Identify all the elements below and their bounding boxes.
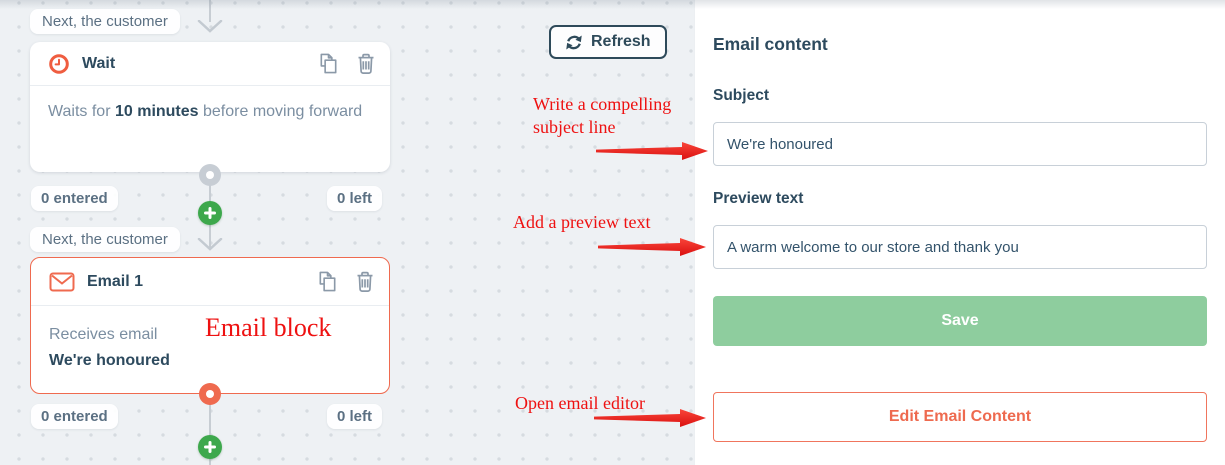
edit-email-content-button[interactable]: Edit Email Content (713, 392, 1207, 442)
trash-icon (357, 271, 373, 292)
panel-title: Email content (713, 34, 828, 54)
email-content-panel: Email content Subject Preview text Save … (694, 0, 1225, 465)
envelope-icon (49, 272, 75, 291)
add-step-button[interactable] (198, 201, 222, 225)
connector-out-handle[interactable] (199, 383, 221, 405)
copy-icon (320, 53, 337, 74)
left-count-badge: 0 left (327, 404, 383, 429)
chevron-down-icon (197, 20, 223, 33)
email-subject-line: We're honoured (49, 352, 170, 369)
wait-block-card[interactable]: Wait (30, 42, 390, 172)
subject-label: Subject (713, 87, 769, 104)
wait-block-header: Wait (30, 42, 390, 86)
refresh-button-label: Refresh (591, 33, 651, 50)
save-button[interactable]: Save (713, 296, 1207, 346)
connector-out-handle[interactable] (199, 164, 221, 186)
connector-line (209, 395, 211, 465)
email-block-header: Email 1 (31, 258, 389, 306)
email-status-line: Receives email (49, 326, 158, 343)
wait-desc-prefix: Waits for (48, 103, 115, 120)
clock-icon (49, 53, 69, 74)
duplicate-block-button[interactable] (317, 52, 340, 75)
wait-block-title: Wait (82, 54, 116, 72)
delete-block-button[interactable] (356, 53, 376, 75)
connector-label: Next, the customer (30, 227, 180, 252)
entered-count-badge: 0 entered (31, 404, 118, 429)
trash-icon (358, 53, 374, 74)
add-step-button[interactable] (198, 435, 222, 459)
refresh-arrows-icon (566, 34, 582, 50)
wait-desc-duration: 10 minutes (114, 103, 199, 120)
email-block-description: Receives email We're honoured (31, 306, 389, 387)
wait-desc-suffix: before moving forward (198, 103, 363, 120)
subject-input[interactable] (713, 122, 1207, 166)
copy-icon (319, 271, 336, 292)
entered-count-badge: 0 entered (31, 186, 118, 211)
workflow-canvas[interactable]: Next, the customer Wait (0, 0, 694, 465)
email-block-title: Email 1 (87, 272, 144, 290)
email-block-card[interactable]: Email 1 (30, 257, 390, 394)
chevron-down-icon (197, 238, 223, 251)
preview-text-input[interactable] (713, 225, 1207, 269)
refresh-button[interactable]: Refresh (549, 25, 667, 59)
delete-block-button[interactable] (355, 271, 375, 293)
connector-line (209, 0, 211, 22)
preview-text-label: Preview text (713, 190, 804, 207)
duplicate-block-button[interactable] (316, 270, 339, 293)
left-count-badge: 0 left (327, 186, 383, 211)
connector-label: Next, the customer (30, 9, 180, 34)
wait-block-description: Waits for 10 minutes before moving forwa… (30, 86, 390, 137)
